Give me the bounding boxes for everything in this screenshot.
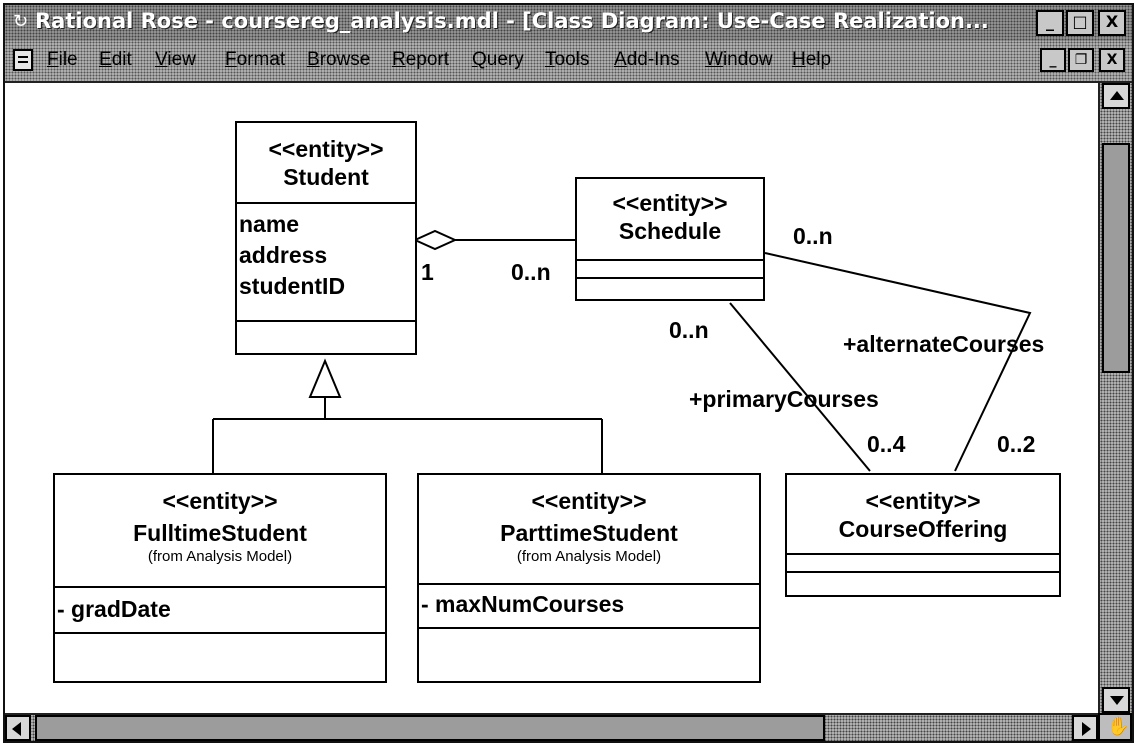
class-schedule-attributes xyxy=(577,261,763,279)
scroll-up-arrow-icon[interactable] xyxy=(1102,83,1130,109)
vertical-scrollbar[interactable] xyxy=(1098,83,1132,713)
class-fulltime-header: <<entity>> FulltimeStudent (from Analysi… xyxy=(55,475,385,588)
diagram-connectors xyxy=(212,229,1032,473)
role-alternate-courses: +alternateCourses xyxy=(843,331,1045,357)
class-name: Schedule xyxy=(618,218,722,244)
menu-query[interactable]: Query xyxy=(472,49,524,70)
class-course-offering[interactable]: <<entity>> CourseOffering xyxy=(785,473,1061,597)
aggregation-diamond xyxy=(412,229,458,251)
class-parttime-student[interactable]: <<entity>> ParttimeStudent (from Analysi… xyxy=(417,473,761,683)
minimize-button[interactable]: _ xyxy=(1036,10,1064,36)
rational-rose-app-icon[interactable]: ↻ xyxy=(13,11,29,32)
menu-help[interactable]: Help xyxy=(792,49,832,70)
attribute-graddate[interactable]: - gradDate xyxy=(57,596,171,622)
menu-add-ins[interactable]: Add-Ins xyxy=(614,49,680,70)
menu-file[interactable]: File xyxy=(47,49,78,70)
generalization-arrowhead xyxy=(308,358,342,398)
class-name: FulltimeStudent xyxy=(133,520,307,546)
class-name: CourseOffering xyxy=(838,516,1008,542)
multiplicity-alternate: 0..2 xyxy=(997,431,1036,457)
multiplicity-schedule-bottom: 0..n xyxy=(669,317,709,343)
menu-browse[interactable]: Browse xyxy=(307,49,371,70)
mdi-restore-button[interactable]: ❐ xyxy=(1068,48,1094,72)
restore-icon: ❐ xyxy=(1074,52,1088,68)
close-icon: X xyxy=(1105,12,1119,31)
close-icon: X xyxy=(1106,52,1118,68)
from-package-label: (from Analysis Model) xyxy=(516,548,662,565)
class-parttime-header: <<entity>> ParttimeStudent (from Analysi… xyxy=(419,475,759,585)
class-student-header: <<entity>> Student xyxy=(237,123,415,204)
from-package-label: (from Analysis Model) xyxy=(147,548,293,565)
resize-grip[interactable]: ✋ xyxy=(1098,713,1132,741)
class-fulltime-student[interactable]: <<entity>> FulltimeStudent (from Analysi… xyxy=(53,473,387,683)
menu-view[interactable]: View xyxy=(155,49,196,70)
stereotype-label: <<entity>> xyxy=(268,136,384,162)
vertical-scroll-thumb[interactable] xyxy=(1102,143,1130,373)
multiplicity-student: 1 xyxy=(421,259,434,285)
menu-report[interactable]: Report xyxy=(392,49,450,70)
minimize-icon: _ xyxy=(1049,52,1057,68)
class-name: ParttimeStudent xyxy=(500,520,678,546)
menu-edit[interactable]: Edit xyxy=(99,49,132,70)
hand-icon: ✋ xyxy=(1107,716,1130,737)
menu-window[interactable]: Window xyxy=(705,49,773,70)
stereotype-label: <<entity>> xyxy=(162,488,278,514)
class-courseoffering-header: <<entity>> CourseOffering xyxy=(787,475,1059,555)
close-button[interactable]: X xyxy=(1098,10,1126,36)
maximize-icon: □ xyxy=(1072,12,1088,31)
menu-format[interactable]: Format xyxy=(225,49,286,70)
attribute-studentid[interactable]: studentID xyxy=(239,273,346,299)
rational-rose-window: ↻ Rational Rose - coursereg_analysis.mdl… xyxy=(3,3,1134,743)
class-fulltime-attributes: - gradDate xyxy=(55,588,385,634)
class-name: Student xyxy=(283,164,369,190)
horizontal-scroll-thumb[interactable] xyxy=(35,715,825,741)
scroll-right-arrow-icon[interactable] xyxy=(1072,715,1098,741)
class-courseoffering-attributes xyxy=(787,555,1059,573)
mdi-minimize-button[interactable]: _ xyxy=(1040,48,1066,72)
window-title: Rational Rose - coursereg_analysis.mdl -… xyxy=(35,9,989,33)
menu-bar: File Edit View Format Browse Report Quer… xyxy=(5,41,1132,83)
class-diagram-canvas[interactable]: <<entity>> Student name address studentI… xyxy=(5,83,1098,713)
document-icon[interactable] xyxy=(13,49,33,71)
minimize-icon: _ xyxy=(1046,12,1054,31)
attribute-address[interactable]: address xyxy=(239,242,328,268)
stereotype-label: <<entity>> xyxy=(531,488,647,514)
role-primary-courses: +primaryCourses xyxy=(689,386,879,412)
multiplicity-schedule-right: 0..n xyxy=(793,223,833,249)
class-student-attributes: name address studentID xyxy=(237,204,415,322)
horizontal-scrollbar[interactable] xyxy=(5,713,1098,741)
association-primary-courses[interactable] xyxy=(729,302,871,472)
class-student[interactable]: <<entity>> Student name address studentI… xyxy=(235,121,417,355)
menu-tools[interactable]: Tools xyxy=(545,49,590,70)
scroll-left-arrow-icon[interactable] xyxy=(5,715,31,741)
multiplicity-primary: 0..4 xyxy=(867,431,906,457)
stereotype-label: <<entity>> xyxy=(612,190,728,216)
title-bar[interactable]: ↻ Rational Rose - coursereg_analysis.mdl… xyxy=(5,5,1132,41)
mdi-close-button[interactable]: X xyxy=(1099,48,1125,72)
scroll-down-arrow-icon[interactable] xyxy=(1102,687,1130,713)
class-parttime-attributes: - maxNumCourses xyxy=(419,585,759,629)
attribute-maxnumcourses[interactable]: - maxNumCourses xyxy=(421,591,625,617)
multiplicity-schedule-left: 0..n xyxy=(511,259,551,285)
association-alternate-courses[interactable] xyxy=(764,252,1032,472)
maximize-button[interactable]: □ xyxy=(1066,10,1094,36)
stereotype-label: <<entity>> xyxy=(865,488,981,514)
class-schedule[interactable]: <<entity>> Schedule xyxy=(575,177,765,301)
class-schedule-header: <<entity>> Schedule xyxy=(577,179,763,261)
attribute-name[interactable]: name xyxy=(239,211,300,237)
